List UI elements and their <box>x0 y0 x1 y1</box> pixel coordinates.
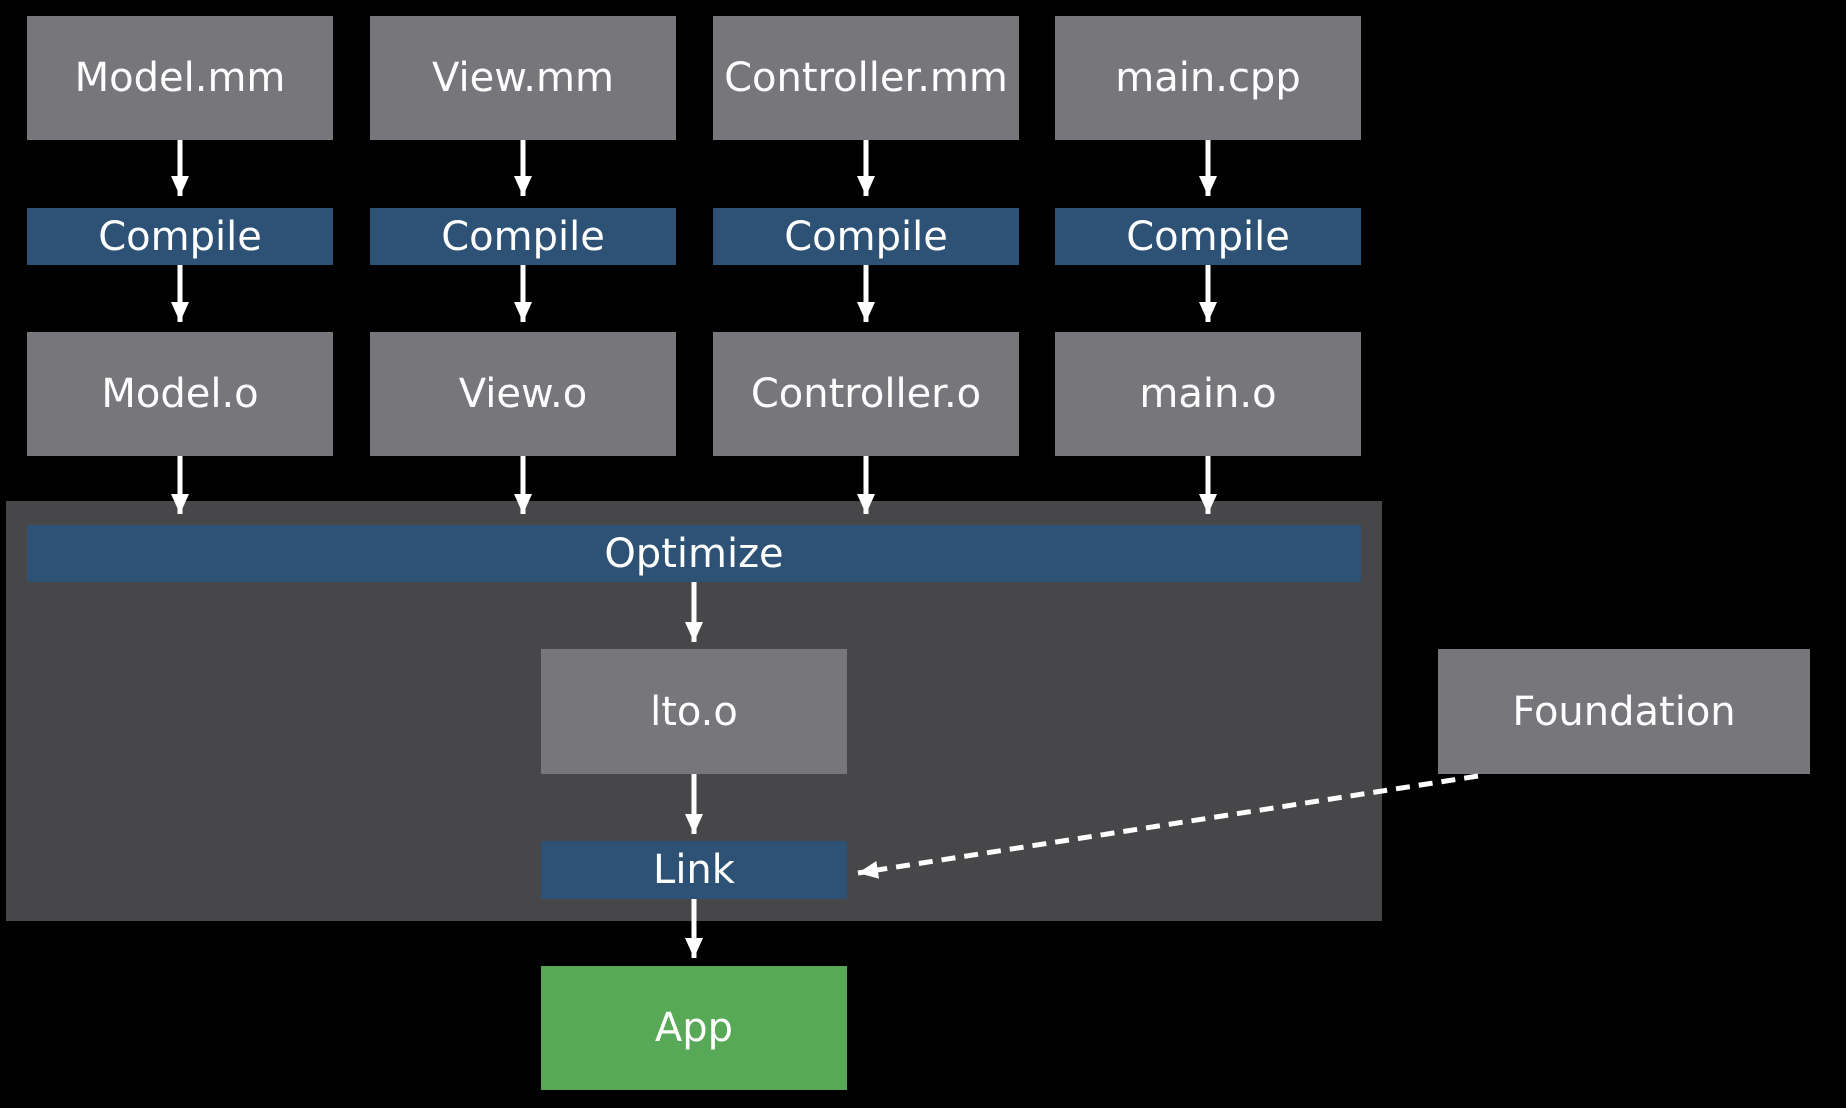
app-output: App <box>541 966 847 1090</box>
source-file-model: Model.mm <box>27 16 333 140</box>
source-file-controller: Controller.mm <box>713 16 1019 140</box>
compile-step-controller: Compile <box>713 208 1019 265</box>
object-file-main: main.o <box>1055 332 1361 456</box>
object-file-model: Model.o <box>27 332 333 456</box>
source-file-view: View.mm <box>370 16 676 140</box>
compile-step-view: Compile <box>370 208 676 265</box>
object-file-controller: Controller.o <box>713 332 1019 456</box>
source-file-main: main.cpp <box>1055 16 1361 140</box>
lto-object-file: lto.o <box>541 649 847 774</box>
link-step: Link <box>541 841 847 899</box>
object-file-view: View.o <box>370 332 676 456</box>
compile-step-main: Compile <box>1055 208 1361 265</box>
compile-step-model: Compile <box>27 208 333 265</box>
optimize-step: Optimize <box>27 525 1361 582</box>
foundation-library: Foundation <box>1438 649 1810 774</box>
